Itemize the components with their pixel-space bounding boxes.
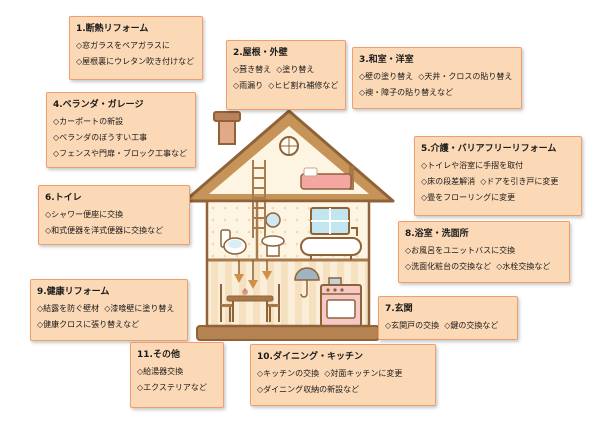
note-line: ◇トイレや浴室に手摺を取付 [421, 161, 524, 170]
umbrella-icon [294, 267, 320, 298]
note-line: ◇結露を防ぐ壁材 ◇漆喰壁に塗り替え [37, 304, 175, 313]
dining-table-icon [220, 284, 280, 322]
note-line: ◇床の段差解消 ◇ドアを引き戸に変更 [421, 177, 559, 186]
note-line: ◇和式便器を洋式便器に交換など [45, 226, 164, 235]
note-others: 11.その他 ◇給湯器交換 ◇エクステリアなど [130, 342, 224, 408]
note-title: 2.屋根・外壁 [233, 48, 288, 58]
note-title: 11.その他 [137, 350, 180, 360]
note-title: 5.介護・バリアフリーリフォーム [421, 144, 557, 154]
note-title: 10.ダイニング・キッチン [257, 352, 363, 362]
bathtub-icon [300, 227, 362, 260]
note-dining-kitchen: 10.ダイニング・キッチン ◇キッチンの交換 ◇対面キッチンに変更 ◇ダイニング… [250, 344, 436, 406]
pendant-lights-icon [234, 260, 272, 289]
note-line: ◇壁の塗り替え ◇天井・クロスの貼り替え [359, 72, 513, 81]
note-line: ◇襖・障子の貼り替えなど [359, 88, 454, 97]
note-title: 3.和室・洋室 [359, 55, 414, 65]
note-line: ◇シャワー便座に交換 [45, 210, 124, 219]
note-line: ◇フェンスや門扉・ブロック工事など [53, 149, 187, 158]
note-title: 6.トイレ [45, 193, 82, 203]
note-line: ◇ダイニング収納の新設など [257, 385, 360, 394]
note-bathroom: 8.浴室・洗面所 ◇お風呂をユニットバスに交換 ◇洗面化粧台の交換など ◇水栓交… [398, 221, 570, 283]
note-title: 7.玄関 [385, 304, 413, 314]
note-line: ◇玄関戸の交換 ◇鍵の交換など [385, 321, 499, 330]
kitchen-stove-icon [320, 277, 362, 327]
note-line: ◇屋根裏にウレタン吹き付けなど [76, 57, 195, 66]
note-roof-exterior: 2.屋根・外壁 ◇葺き替え ◇塗り替え ◇雨漏り ◇ヒビ割れ補修など [226, 40, 346, 110]
house-illustration [183, 109, 395, 341]
note-line: ◇雨漏り ◇ヒビ割れ補修など [233, 81, 339, 90]
note-insulation: 1.断熱リフォーム ◇窓ガラスをペアガラスに ◇屋根裏にウレタン吹き付けなど [69, 16, 203, 80]
note-health: 9.健康リフォーム ◇結露を防ぐ壁材 ◇漆喰壁に塗り替え ◇健康クロスに張り替え… [30, 279, 188, 341]
note-line: ◇カーポートの新設 [53, 117, 124, 126]
house-base [196, 325, 380, 341]
note-rooms: 3.和室・洋室 ◇壁の塗り替え ◇天井・クロスの貼り替え ◇襖・障子の貼り替えな… [352, 47, 522, 109]
note-line: ◇エクステリアなど [137, 383, 207, 392]
note-line: ◇洗面化粧台の交換など ◇水栓交換など [405, 262, 551, 271]
note-line: ◇給湯器交換 [137, 367, 184, 376]
attic-bed-icon [300, 166, 354, 190]
chimney-icon [213, 111, 241, 145]
note-veranda-garage: 4.ベランダ・ガレージ ◇カーポートの新設 ◇ベランダのぼうすい工事 ◇フェンス… [46, 92, 196, 168]
note-entrance: 7.玄関 ◇玄関戸の交換 ◇鍵の交換など [378, 296, 518, 340]
note-line: ◇お風呂をユニットバスに交換 [405, 246, 516, 255]
house-body-outline [205, 199, 371, 328]
note-line: ◇畳をフローリングに変更 [421, 193, 516, 202]
note-title: 8.浴室・洗面所 [405, 229, 469, 239]
note-barrier-free: 5.介護・バリアフリーリフォーム ◇トイレや浴室に手摺を取付 ◇床の段差解消 ◇… [414, 136, 582, 216]
note-line: ◇キッチンの交換 ◇対面キッチンに変更 [257, 369, 403, 378]
note-title: 1.断熱リフォーム [76, 24, 149, 34]
bathroom-window-icon [310, 207, 350, 235]
note-title: 9.健康リフォーム [37, 287, 110, 297]
washbasin-icon [261, 212, 285, 257]
note-toilet: 6.トイレ ◇シャワー便座に交換 ◇和式便器を洋式便器に交換など [38, 185, 190, 245]
toilet-icon [220, 229, 247, 255]
note-line: ◇健康クロスに張り替えなど [37, 320, 140, 329]
gable-round-window-icon [279, 136, 299, 156]
note-line: ◇窓ガラスをペアガラスに [76, 41, 170, 50]
note-title: 4.ベランダ・ガレージ [53, 100, 144, 110]
ladder-icon [252, 160, 266, 238]
note-line: ◇葺き替え ◇塗り替え [233, 65, 315, 74]
note-line: ◇ベランダのぼうすい工事 [53, 133, 148, 142]
